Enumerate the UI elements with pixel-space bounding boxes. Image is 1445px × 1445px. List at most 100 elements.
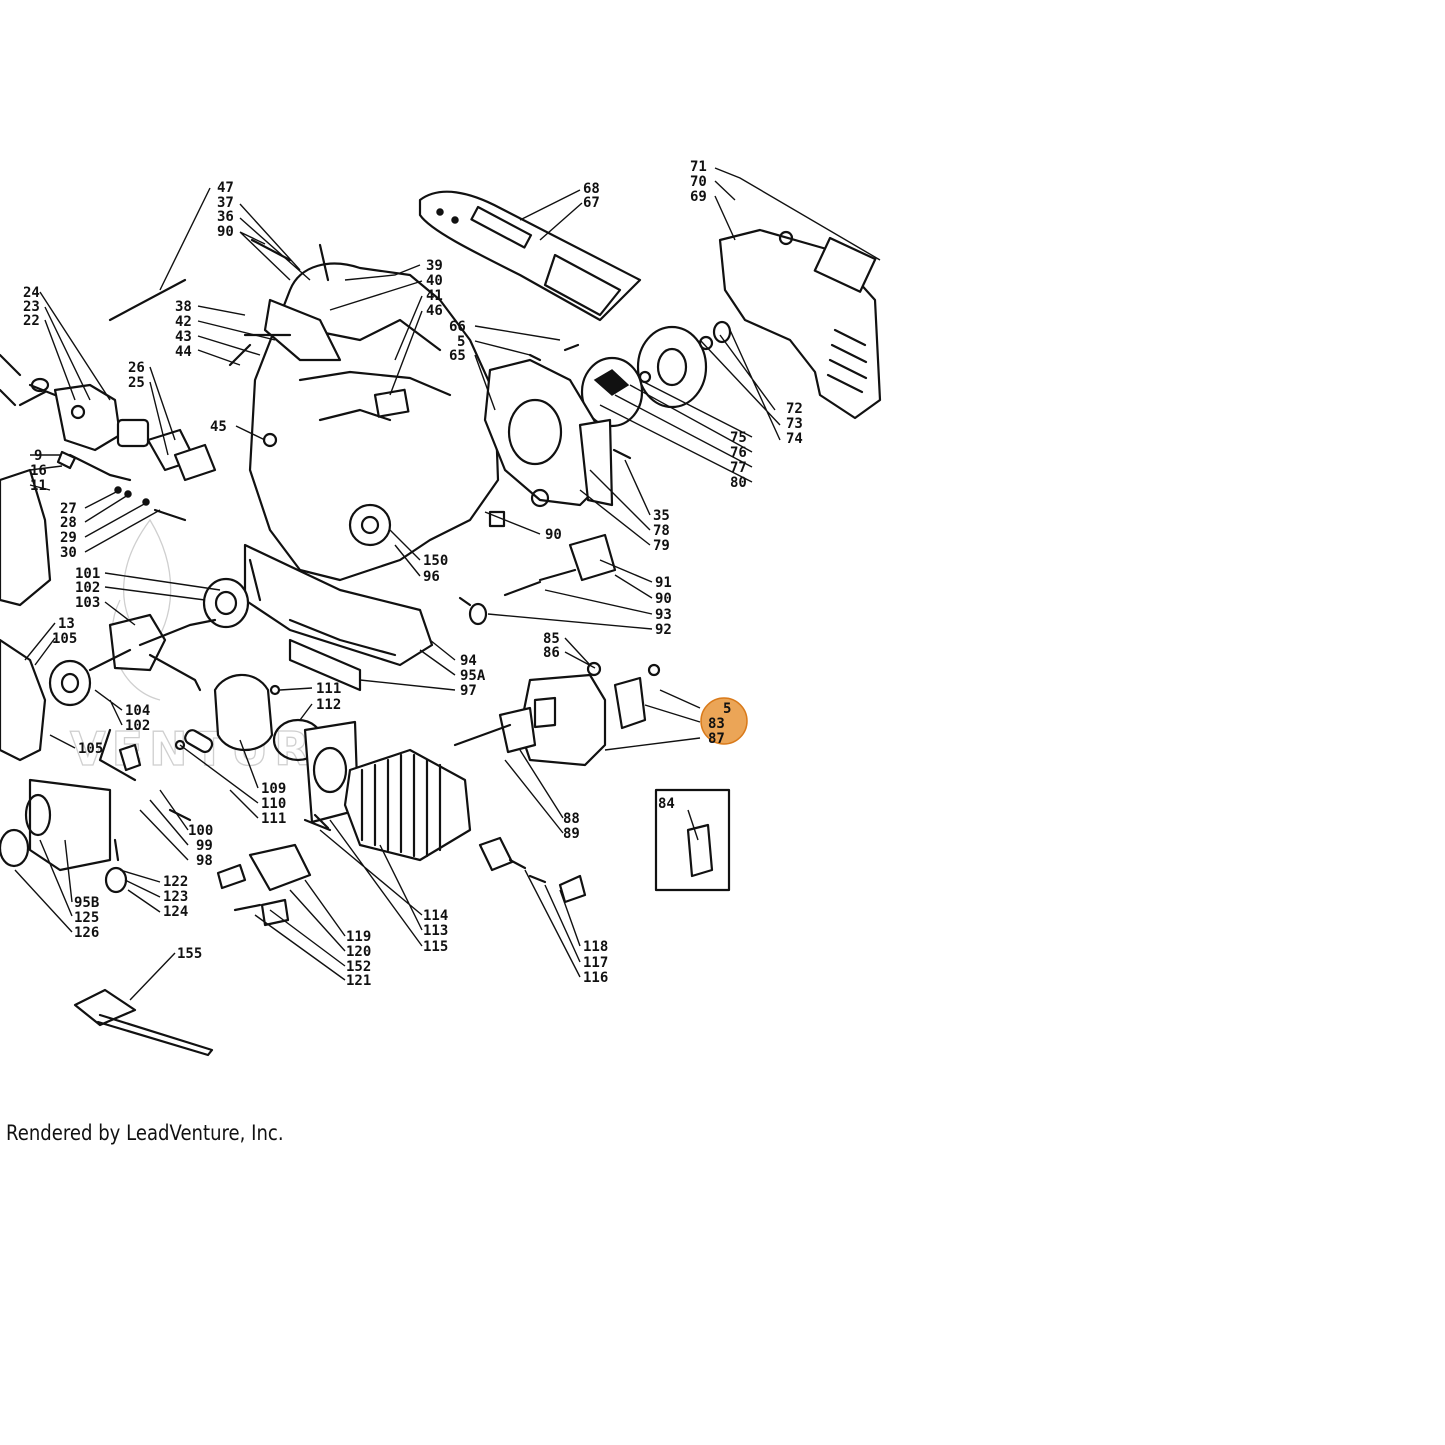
callout-83: 83 bbox=[708, 716, 725, 732]
callout-25: 25 bbox=[128, 375, 145, 391]
cylinder bbox=[303, 720, 472, 862]
callout-90b: 90 bbox=[545, 527, 562, 543]
callout-74: 74 bbox=[786, 431, 803, 447]
callout-102b: 102 bbox=[125, 718, 150, 734]
highlight-marker bbox=[700, 697, 748, 745]
callout-41: 41 bbox=[426, 288, 443, 304]
callout-30: 30 bbox=[60, 545, 77, 561]
callout-80: 80 bbox=[730, 475, 747, 491]
callout-115: 115 bbox=[423, 939, 448, 955]
callout-68: 68 bbox=[583, 181, 600, 197]
callout-91: 91 bbox=[655, 575, 672, 591]
callout-99: 99 bbox=[196, 838, 213, 854]
callout-105: 105 bbox=[52, 631, 77, 647]
callout-36: 36 bbox=[217, 209, 234, 225]
piston bbox=[174, 673, 324, 762]
callout-111b: 111 bbox=[261, 811, 286, 827]
callout-95b: 95B bbox=[74, 895, 99, 911]
callout-150: 150 bbox=[423, 553, 448, 569]
guide-bar bbox=[418, 190, 642, 322]
callout-69: 69 bbox=[690, 189, 707, 205]
decal-box bbox=[654, 788, 731, 892]
callout-71: 71 bbox=[690, 159, 707, 175]
ignition bbox=[468, 488, 617, 626]
callout-84: 84 bbox=[658, 796, 675, 812]
callout-9: 9 bbox=[34, 448, 42, 464]
callout-11: 11 bbox=[30, 478, 47, 494]
callout-125: 125 bbox=[74, 910, 99, 926]
callout-98: 98 bbox=[196, 853, 213, 869]
callout-118: 118 bbox=[583, 939, 608, 955]
leader-lines bbox=[14, 167, 881, 1001]
callout-24: 24 bbox=[23, 285, 40, 301]
crankcase-base bbox=[243, 543, 434, 692]
callout-117: 117 bbox=[583, 955, 608, 971]
callout-47: 47 bbox=[217, 180, 234, 196]
callout-45: 45 bbox=[210, 419, 227, 435]
callout-123: 123 bbox=[163, 889, 188, 905]
callout-43: 43 bbox=[175, 329, 192, 345]
lower-misc-parts bbox=[98, 728, 312, 927]
callout-40: 40 bbox=[426, 273, 443, 289]
callout-28: 28 bbox=[60, 515, 77, 531]
callout-88: 88 bbox=[563, 811, 580, 827]
callout-102: 102 bbox=[75, 580, 100, 596]
clutch-assembly bbox=[580, 320, 732, 428]
callout-124: 124 bbox=[163, 904, 188, 920]
callout-87: 87 bbox=[708, 731, 725, 747]
callout-96: 96 bbox=[423, 569, 440, 585]
callout-5: 5 bbox=[457, 334, 465, 350]
callout-16: 16 bbox=[30, 463, 47, 479]
callout-79: 79 bbox=[653, 538, 670, 554]
callout-46: 46 bbox=[426, 303, 443, 319]
callout-27: 27 bbox=[60, 501, 77, 517]
muffler bbox=[453, 661, 661, 767]
callout-75: 75 bbox=[730, 430, 747, 446]
callout-110: 110 bbox=[261, 796, 286, 812]
callout-97: 97 bbox=[460, 683, 477, 699]
callout-103: 103 bbox=[75, 595, 100, 611]
carburetor bbox=[18, 377, 122, 452]
callout-92: 92 bbox=[655, 622, 672, 638]
callout-5b: 5 bbox=[723, 701, 731, 717]
callout-95a: 95A bbox=[460, 668, 486, 684]
callout-44: 44 bbox=[175, 344, 192, 360]
callout-119: 119 bbox=[346, 929, 371, 945]
crankshaft bbox=[48, 577, 250, 707]
chain-cover bbox=[718, 228, 882, 420]
callout-122: 122 bbox=[163, 874, 188, 890]
callout-116: 116 bbox=[583, 970, 608, 986]
callout-labels: 47 37 36 90 68 67 71 70 69 24 23 22 39 4… bbox=[23, 159, 803, 989]
fuel-line bbox=[56, 450, 187, 522]
callout-42: 42 bbox=[175, 314, 192, 330]
callout-94: 94 bbox=[460, 653, 477, 669]
callout-126: 126 bbox=[74, 925, 99, 941]
left-housing bbox=[0, 353, 112, 872]
callout-22: 22 bbox=[23, 313, 40, 329]
callout-90: 90 bbox=[217, 224, 234, 240]
callout-152: 152 bbox=[346, 959, 371, 975]
callout-13: 13 bbox=[58, 616, 75, 632]
callout-85: 85 bbox=[543, 631, 560, 647]
callout-35: 35 bbox=[653, 508, 670, 524]
callout-105b: 105 bbox=[78, 741, 103, 757]
callout-111: 111 bbox=[316, 681, 341, 697]
callout-89: 89 bbox=[563, 826, 580, 842]
callout-113: 113 bbox=[423, 923, 448, 939]
callout-86: 86 bbox=[543, 645, 560, 661]
callout-37: 37 bbox=[217, 195, 234, 211]
callout-77: 77 bbox=[730, 460, 747, 476]
callout-72: 72 bbox=[786, 401, 803, 417]
callout-112: 112 bbox=[316, 697, 341, 713]
callout-66: 66 bbox=[449, 319, 466, 335]
intake-parts bbox=[116, 418, 217, 482]
callout-65: 65 bbox=[449, 348, 466, 364]
callout-39: 39 bbox=[426, 258, 443, 274]
callout-38: 38 bbox=[175, 299, 192, 315]
callout-109: 109 bbox=[261, 781, 286, 797]
callout-26: 26 bbox=[128, 360, 145, 376]
callout-29: 29 bbox=[60, 530, 77, 546]
spark-plug bbox=[478, 836, 587, 904]
callout-101: 101 bbox=[75, 566, 100, 582]
